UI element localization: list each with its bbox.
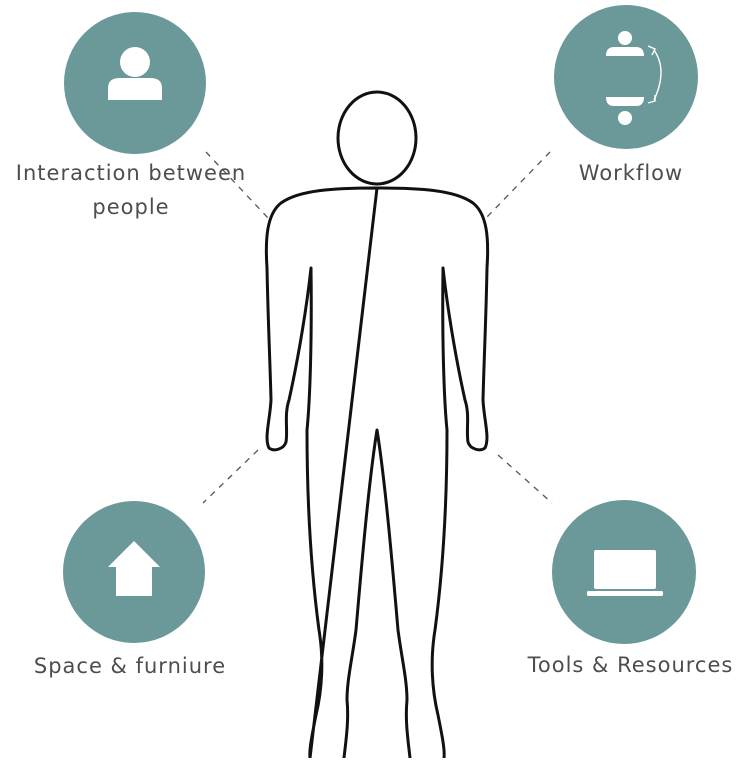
figure-head <box>336 90 418 186</box>
label-line: Workflow <box>578 161 684 185</box>
label-space-furniture: Space & furniure <box>10 649 250 683</box>
label-line: Tools & Resources <box>527 653 734 677</box>
label-interaction-between-people: Interaction between people <box>0 156 262 224</box>
label-line: people <box>92 195 170 219</box>
person-icon <box>108 47 162 100</box>
node-interaction <box>64 12 206 154</box>
connector-interaction <box>205 151 269 219</box>
label-tools-resources: Tools & Resources <box>512 648 749 682</box>
connector-workflow <box>485 151 551 219</box>
label-line: Interaction between <box>15 161 247 185</box>
workflow-circle <box>554 5 698 149</box>
label-workflow: Workflow <box>560 156 702 190</box>
laptop-icon <box>587 550 663 596</box>
node-workflow <box>554 5 698 149</box>
figure-body <box>264 186 490 760</box>
human-figure <box>264 90 490 760</box>
label-line: Space & furniure <box>33 654 227 678</box>
connector-space <box>202 449 259 504</box>
node-space <box>63 501 205 643</box>
connector-tools <box>497 454 553 504</box>
node-tools <box>552 500 696 644</box>
house-icon <box>108 541 160 596</box>
connector-lines <box>202 151 553 504</box>
workflow-icon <box>606 31 662 125</box>
